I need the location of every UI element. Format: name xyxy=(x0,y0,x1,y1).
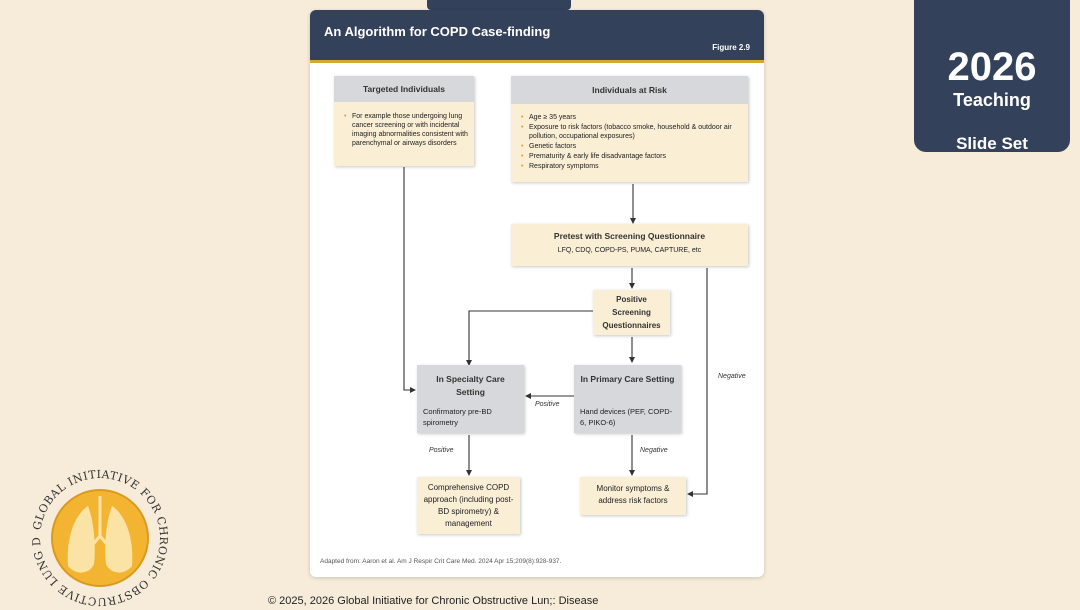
monitor-text: Monitor symptoms & address risk factors xyxy=(596,484,670,505)
risk-item: Exposure to risk factors (tobacco smoke,… xyxy=(521,123,739,141)
primary-text: Hand devices (PEF, COPD-6, PIKO-6) xyxy=(580,407,673,427)
specialty-title: In Specialty Care Setting xyxy=(436,374,505,397)
node-monitor-symptoms: Monitor symptoms & address risk factors xyxy=(580,477,686,515)
risk-list: Age ≥ 35 years Exposure to risk factors … xyxy=(517,113,739,171)
risk-item: Respiratory symptoms xyxy=(521,162,739,171)
edge-label-positive-left: Positive xyxy=(429,447,454,454)
figure-header: An Algorithm for COPD Case-finding Figur… xyxy=(310,10,764,60)
node-primary-care: In Primary Care Setting Hand devices (PE… xyxy=(574,365,681,433)
top-tab xyxy=(427,0,571,10)
node-pretest-questionnaire: Pretest with Screening Questionnaire LFQ… xyxy=(511,224,748,266)
risk-item: Age ≥ 35 years xyxy=(521,113,739,122)
header-divider xyxy=(310,60,764,63)
flow-connectors xyxy=(403,167,708,497)
node-targeted-individuals: Targeted Individuals For example those u… xyxy=(334,76,474,166)
figure-title: An Algorithm for COPD Case-finding xyxy=(324,24,551,39)
risk-item: Prematurity & early life disadvantage fa… xyxy=(521,152,739,161)
node-risk-title: Individuals at Risk xyxy=(511,76,748,104)
targeted-list: For example those undergoing lung cancer… xyxy=(340,112,468,148)
gold-logo: GLOBAL INITIATIVE FOR CHRONIC OBSTRUCTIV… xyxy=(28,466,170,608)
edge-targeted-specialty xyxy=(403,167,416,393)
positive-screening-title: Positive Screening Questionnaires xyxy=(602,295,661,330)
badge-line1: Teaching xyxy=(953,90,1031,110)
edge-label-negative-bottom: Negative xyxy=(640,447,668,454)
edge-label-negative-side: Negative xyxy=(718,373,746,380)
targeted-item: For example those undergoing lung cancer… xyxy=(344,112,468,148)
specialty-text: Confirmatory pre-BD spirometry xyxy=(423,407,492,427)
risk-item: Genetic factors xyxy=(521,142,739,151)
node-individuals-at-risk: Individuals at Risk Age ≥ 35 years Expos… xyxy=(511,76,748,182)
node-targeted-title: Targeted Individuals xyxy=(334,76,474,102)
comprehensive-text: Comprehensive COPD approach (including p… xyxy=(423,483,514,528)
figure-source: Adapted from: Aaron et al. Am J Respir C… xyxy=(320,558,562,565)
edge-label-positive-mid: Positive xyxy=(535,401,560,408)
copyright-footer: © 2025, 2026 Global Initiative for Chron… xyxy=(268,595,599,607)
figure-label: Figure 2.9 xyxy=(712,43,750,52)
primary-title: In Primary Care Setting xyxy=(580,374,675,384)
pretest-title: Pretest with Screening Questionnaire xyxy=(553,231,706,241)
node-positive-screening: Positive Screening Questionnaires xyxy=(593,290,670,335)
badge-year: 2026 xyxy=(947,45,1037,89)
edge-pretest-monitor xyxy=(687,268,708,497)
teaching-badge: 2026 Teaching Slide Set xyxy=(914,0,1070,153)
node-comprehensive-copd: Comprehensive COPD approach (including p… xyxy=(417,477,520,534)
node-specialty-care: In Specialty Care Setting Confirmatory p… xyxy=(417,365,524,433)
badge-line2: Slide Set xyxy=(956,134,1028,153)
edge-positive-left xyxy=(466,310,593,366)
pretest-text: LFQ, CDQ, COPD-PS, PUMA, CAPTURE, etc xyxy=(557,247,702,254)
figure-card: An Algorithm for COPD Case-finding Figur… xyxy=(310,10,764,577)
